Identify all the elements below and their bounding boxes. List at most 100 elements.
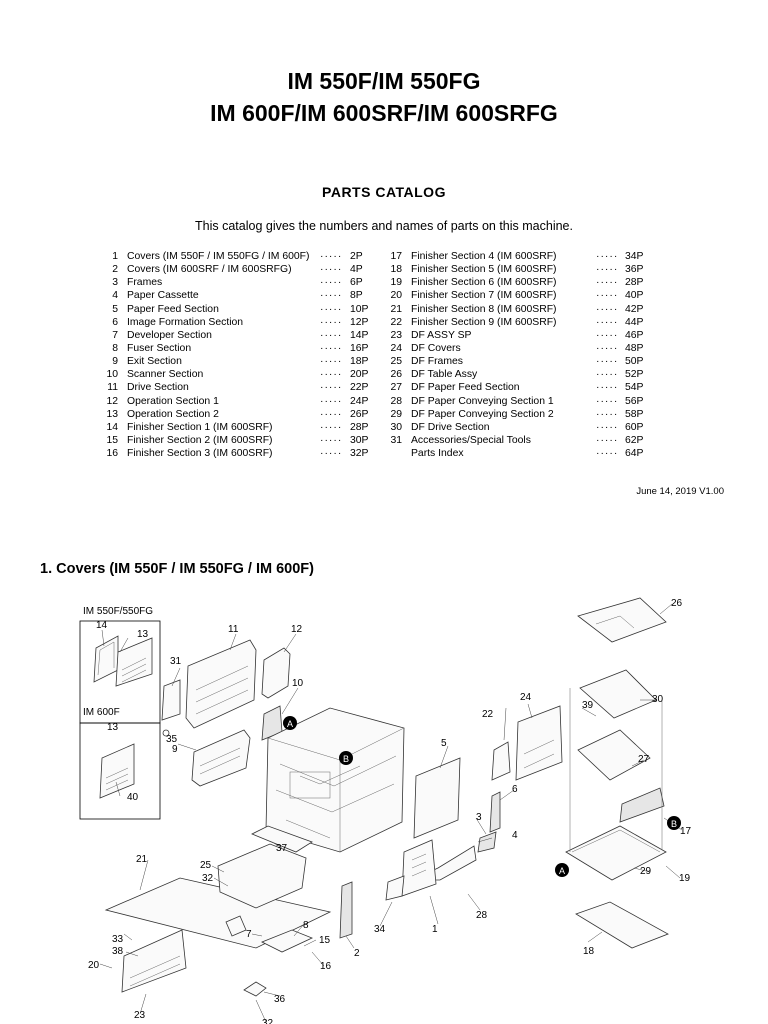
- toc-number: 23: [390, 329, 402, 341]
- parts-catalog-heading: PARTS CATALOG: [322, 184, 446, 200]
- toc-number: 13: [106, 408, 118, 420]
- toc-number: 4: [112, 290, 118, 302]
- toc-page-number: 4P: [350, 264, 363, 276]
- toc-section-name: DF Paper Conveying Section 1: [411, 395, 554, 407]
- toc-leader-dots: ·····: [320, 382, 343, 394]
- toc-page-number: 42P: [625, 303, 644, 315]
- part-27-unit: [577, 729, 651, 781]
- toc-leader-dots: ·····: [596, 342, 619, 354]
- toc-page-number: 44P: [625, 316, 644, 328]
- svg-text:A: A: [559, 866, 565, 876]
- toc-leader-dots: ·····: [596, 290, 619, 302]
- part-17-module: [619, 787, 665, 823]
- toc-page-number: 14P: [350, 329, 369, 341]
- toc-leader-dots: ·····: [320, 421, 343, 433]
- marker-a-adf: A: [555, 863, 569, 877]
- toc-leader-dots: ·····: [320, 356, 343, 368]
- toc-page-number: 26P: [350, 408, 369, 420]
- toc-leader-dots: ·····: [596, 421, 619, 433]
- catalog-intro: This catalog gives the numbers and names…: [195, 219, 573, 233]
- toc-number: 9: [112, 356, 118, 368]
- revision-date: June 14, 2019 V1.00: [636, 486, 724, 497]
- part-12-cover: [261, 647, 291, 699]
- callout-number: 34: [374, 924, 386, 935]
- toc-page-number: 36P: [625, 264, 644, 276]
- part-25-housing: [217, 843, 307, 909]
- toc-leader-dots: ·····: [320, 342, 343, 354]
- part-5-panel: [413, 757, 461, 839]
- inset-label-bottom: IM 600F: [83, 707, 120, 718]
- toc-number: 17: [390, 251, 402, 262]
- toc-number: 11: [107, 382, 118, 394]
- toc-number: 6: [112, 316, 118, 328]
- toc-leader-dots: ·····: [320, 264, 343, 276]
- callout-number: 4: [512, 830, 518, 841]
- leader-lines: [99, 603, 683, 1023]
- toc-page-number: 40P: [625, 290, 644, 302]
- toc-page-number: 32P: [350, 448, 369, 460]
- toc-section-name: Frames: [127, 277, 163, 289]
- toc-section-name: Operation Section 1: [127, 395, 219, 407]
- toc-section-name: DF Covers: [411, 342, 461, 354]
- toc-leader-dots: ·····: [320, 448, 343, 460]
- marker-b-adf: B: [667, 816, 681, 830]
- callout-number: 13: [137, 629, 149, 640]
- toc-leader-dots: ·····: [320, 408, 343, 420]
- title-line-1: IM 550F/IM 550FG: [287, 68, 481, 94]
- toc-section-name: Drive Section: [127, 382, 189, 394]
- callout-number: 40: [127, 792, 139, 803]
- toc-page-number: 8P: [350, 290, 363, 302]
- toc-section-name: Parts Index: [411, 448, 464, 460]
- toc-section-name: Exit Section: [127, 356, 182, 368]
- callout-number: 27: [638, 754, 650, 765]
- toc-section-name: DF Frames: [411, 356, 463, 368]
- callout-number: 24: [520, 692, 532, 703]
- part-31-bracket: [161, 679, 181, 721]
- part-24-cover: [515, 705, 563, 781]
- toc-number: 27: [390, 382, 402, 394]
- toc-page-number: 24P: [350, 395, 369, 407]
- callout-number: 32: [202, 873, 214, 884]
- toc-page-number: 34P: [625, 251, 644, 262]
- toc-number: 31: [390, 434, 402, 446]
- toc-section-name: Finisher Section 5 (IM 600SRF): [411, 264, 557, 276]
- callout-number: 30: [652, 694, 664, 705]
- toc-page-number: 20P: [350, 369, 369, 381]
- toc-section-name: Finisher Section 7 (IM 600SRF): [411, 290, 557, 302]
- toc-number: 12: [106, 395, 118, 407]
- part-6-part: [489, 791, 501, 833]
- callout-number: 31: [170, 656, 182, 667]
- toc-leader-dots: ·····: [320, 434, 343, 446]
- toc-leader-dots: ·····: [320, 251, 343, 262]
- toc-section-name: Developer Section: [127, 329, 212, 341]
- callout-number: 10: [292, 678, 304, 689]
- callout-number: 11: [228, 624, 239, 635]
- toc-leader-dots: ·····: [596, 448, 619, 460]
- toc-number: 16: [106, 448, 118, 460]
- toc-section-name: Covers (IM 550F / IM 550FG / IM 600F): [127, 251, 310, 262]
- toc-section-name: DF Paper Feed Section: [411, 382, 520, 394]
- toc-number: 15: [106, 434, 118, 446]
- toc-number: 14: [106, 421, 118, 433]
- callout-number: 28: [476, 910, 488, 921]
- callout-number: 16: [320, 961, 332, 972]
- toc-number: 10: [106, 369, 118, 381]
- callout-number: 14: [96, 620, 108, 631]
- part-29-base: [565, 825, 667, 881]
- toc-number: 5: [112, 303, 118, 315]
- part-37-tray: [251, 825, 313, 853]
- callout-number: 26: [671, 598, 683, 609]
- toc-leader-dots: ·····: [596, 316, 619, 328]
